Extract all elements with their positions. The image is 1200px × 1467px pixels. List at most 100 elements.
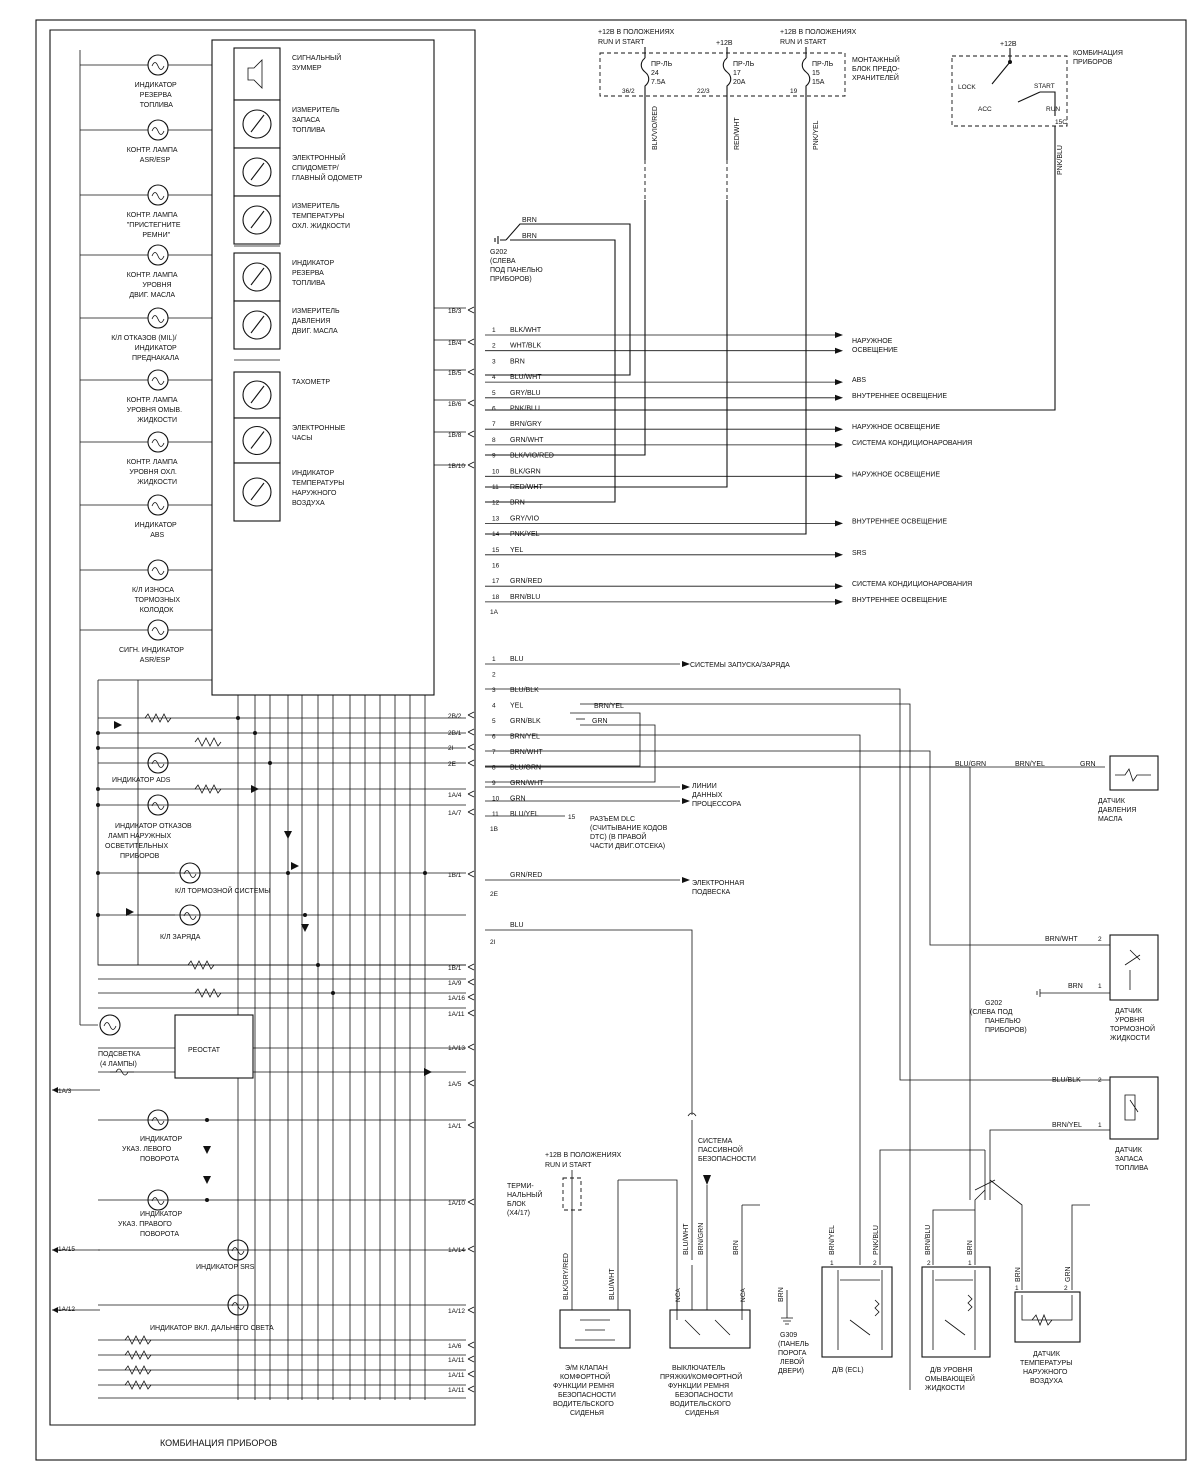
lamp-extfail-icon — [147, 794, 169, 816]
conn-a-pin-14: 14 — [492, 531, 500, 538]
conn-a-dest-7: НАРУЖНОЕ ОСВЕЩЕНИЕ — [852, 424, 940, 431]
conn-a-pin-3: 3 — [492, 358, 496, 365]
left-lamp-5-label-1: УРОВНЯ ОМЫВ. — [127, 407, 182, 414]
conn-a-pin-17: 17 — [492, 578, 500, 585]
cluster-conn-label-10: 1А/4 — [448, 792, 462, 799]
conn-a-pin-2: 2 — [492, 343, 496, 350]
g309-label-1: G309 — [780, 1332, 797, 1339]
cluster-connector-labels: 1В/31В/41В/51В/61В/81В/102В/22В/12I2E1А/… — [448, 306, 475, 1394]
oil-label-3: МАСЛА — [1098, 816, 1123, 823]
lamp-backlight-1: ПОДСВЕТКА — [98, 1051, 141, 1058]
washer-wire-2: BRN — [967, 1240, 974, 1255]
gauge-dial-icon — [242, 205, 272, 235]
temp-wire-1: BRN — [1015, 1267, 1022, 1282]
gauge-3-label-1: ТЕМПЕРАТУРЫ — [292, 213, 344, 220]
ecl-label: Д/В (ECL) — [832, 1367, 864, 1374]
lamp-bulb-icon — [147, 54, 169, 76]
g202-wire-2: BRN — [522, 233, 537, 240]
fuse-header-left-2: RUN И START — [598, 39, 645, 46]
fuse-17-name-2: 17 — [733, 70, 741, 77]
left-lamp-2-label-2: РЕМНИ" — [142, 232, 170, 239]
gauge-7-label-0: ЭЛЕКТРОННЫЕ — [292, 425, 346, 432]
fuse-24-name-1: ПР-ЛЬ — [651, 61, 673, 68]
fuse-header-mid: +12В — [716, 40, 733, 47]
ignition-pos-start: START — [1034, 83, 1055, 90]
conn-b-wire-8: BLU/GRN — [510, 765, 541, 772]
buckle-label-2: ПРЯЖКИ/КОМФОРТНОЙ — [660, 1372, 742, 1381]
ignition-supply: +12В — [1000, 41, 1017, 48]
conn-a-pin-5: 5 — [492, 390, 496, 397]
ecl-wire-1: BRN/YEL — [829, 1225, 836, 1255]
gauge-dial-icon — [242, 310, 272, 340]
fuse-title-3: ХРАНИТЕЛЕЙ — [852, 73, 899, 82]
gauge-dial-icon — [242, 380, 272, 410]
temp-wire-2: GRN — [1065, 1266, 1072, 1282]
valve-label-5: ВОДИТЕЛЬСКОГО — [553, 1401, 614, 1408]
outer-frame — [35, 19, 1187, 1461]
left-lamp-6-label-2: ЖИДКОСТИ — [137, 479, 177, 486]
lamp-extfail-2: ЛАМП НАРУЖНЫХ — [108, 833, 171, 840]
g309-wire: BRN — [778, 1287, 785, 1302]
left-exit-3: 1А/12 — [58, 1306, 75, 1313]
ecl-wire-2: PNK/BLU — [873, 1225, 880, 1255]
cluster-conn-label-25: 1А/11 — [448, 1372, 465, 1379]
left-lamp-3-label-2: ДВИГ. МАСЛА — [129, 292, 175, 299]
cluster-conn-label-1: 1В/4 — [448, 340, 462, 347]
conn-a-dest-17: СИСТЕМА КОНДИЦИОНАРОВАНИЯ — [852, 581, 972, 588]
term-block-4: (X4/17) — [507, 1210, 530, 1217]
lamp-bulb-icon — [147, 494, 169, 516]
fuse-15-name-1: ПР-ЛЬ — [812, 61, 834, 68]
temp-pin-2: 2 — [1064, 1285, 1068, 1292]
fuse-header-right-1: +12В В ПОЛОЖЕНИЯХ — [780, 29, 857, 36]
lamp-right-turn-1: ИНДИКАТОР — [140, 1211, 182, 1218]
fuse-header-left-1: +12В В ПОЛОЖЕНИЯХ — [598, 29, 675, 36]
left-lamp-2-label-0: КОНТР. ЛАМПА — [127, 212, 178, 219]
cluster-conn-label-9: 2E — [448, 761, 457, 768]
conn-a-pin-18: 18 — [492, 594, 500, 601]
lamp-brake-label: К/Л ТОРМОЗНОЙ СИСТЕМЫ — [175, 886, 270, 895]
conn-b-wire-5: GRN/BLK — [510, 718, 541, 725]
left-lamp-7-label-1: ABS — [150, 532, 164, 539]
rheostat-label: РЕОСТАТ — [188, 1047, 221, 1054]
lamp-bulb-icon — [147, 559, 169, 581]
lamp-left-turn-3: ПОВОРОТА — [140, 1156, 179, 1163]
lamp-extfail-3: ОСВЕТИТЕЛЬНЫХ — [105, 843, 169, 850]
dest-ext-light-1: НАРУЖНОЕ — [852, 338, 893, 345]
conn-b-pin-8: 8 — [492, 765, 496, 772]
term-block-3: БЛОК — [507, 1201, 527, 1208]
conn-a-pin-13: 13 — [492, 515, 500, 522]
dlc-label-4: ЧАСТИ ДВИГ.ОТСЕКА) — [590, 843, 665, 850]
conn-b-pin-5: 5 — [492, 718, 496, 725]
gauge-5-label-2: ДВИГ. МАСЛА — [292, 328, 338, 335]
lamp-bulb-icon — [147, 119, 169, 141]
left-lamp-8-label-2: КОЛОДОК — [140, 607, 174, 614]
susp-conn: 2E — [490, 891, 499, 898]
buzzer-icon — [247, 59, 263, 89]
lamp-right-turn-icon — [147, 1189, 169, 1211]
conn-a-wire-9: BLK/VIO/RED — [510, 453, 554, 460]
g202-label-4: ПРИБОРОВ) — [490, 276, 532, 283]
passive-label-2: ПАССИВНОЙ — [698, 1145, 743, 1154]
ignition-title-2: ПРИБОРОВ — [1073, 59, 1113, 66]
passive-safety-link — [485, 929, 711, 1265]
left-lamp-9-label-0: СИГН. ИНДИКАТОР — [119, 647, 184, 654]
conn-a-wire-18: BRN/BLU — [510, 594, 540, 601]
gauge-8-label-0: ИНДИКАТОР — [292, 470, 334, 477]
ignition-pos-lock: LOCK — [958, 84, 976, 91]
g309-label-3: ПОРОГА — [778, 1350, 807, 1357]
left-lamp-9-label-1: ASR/ESP — [140, 657, 171, 664]
lamp-left-turn-1: ИНДИКАТОР — [140, 1136, 182, 1143]
brake-wire-1: BRN/WHT — [1045, 936, 1078, 943]
left-lamp-6-label-1: УРОВНЯ ОХЛ. — [129, 469, 177, 476]
cluster-conn-label-20: 1А/10 — [448, 1200, 465, 1207]
conn-b-wire-9: GRN/WHT — [510, 780, 544, 787]
valve-label-2: КОМФОРТНОЙ — [560, 1372, 610, 1381]
cluster-conn-label-26: 1А/11 — [448, 1387, 465, 1394]
gauge-2-label-2: ГЛАВНЫЙ ОДОМЕТР — [292, 173, 363, 182]
